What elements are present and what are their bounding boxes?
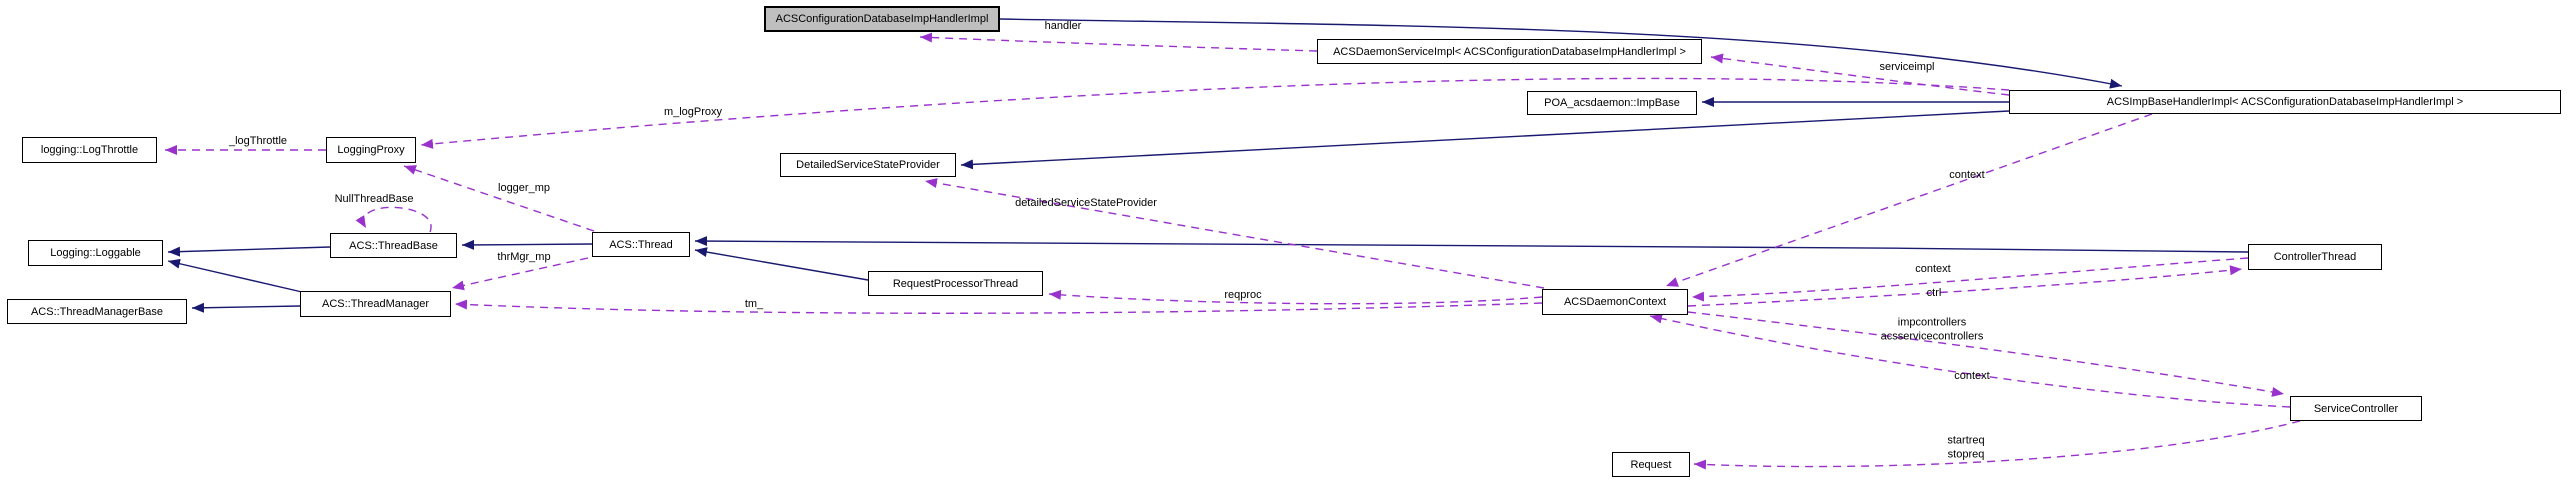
class-node-acs-daemon-service-impl[interactable]: ACSDaemonServiceImpl< ACSConfigurationDa… [1317,39,1702,64]
class-node-service-controller[interactable]: ServiceController [2290,396,2422,421]
edge-inheritance-6 [191,302,301,313]
edge-inheritance-3 [461,239,593,250]
edge-usage-17 [1048,289,1543,305]
edge-usage-19 [1665,113,2153,287]
class-node-acs-thread[interactable]: ACS::Thread [592,232,690,257]
edge-inheritance-8 [694,236,2249,253]
edge-usage-13 [403,165,595,232]
class-node-acs-thread-base[interactable]: ACS::ThreadBase [330,233,457,258]
edge-inheritance-0 [999,18,2123,89]
class-node-controller-thread[interactable]: ControllerThread [2248,244,2382,270]
edge-inheritance-5 [167,258,303,293]
edge-usage-21 [1687,265,2243,307]
class-node-acs-thread-manager[interactable]: ACS::ThreadManager [300,291,451,317]
class-node-logging-loggable[interactable]: Logging::Loggable [28,240,163,266]
class-node-logging-proxy[interactable]: LoggingProxy [326,137,416,163]
class-node-acs-thread-manager-base[interactable]: ACS::ThreadManagerBase [7,299,187,324]
edge-inheritance-4 [167,246,331,257]
edge-usage-14 [355,206,432,233]
edge-usage-20 [1691,257,2249,302]
class-node-acs-configuration-database-imp-handler-impl[interactable]: ACSConfigurationDatabaseImpHandlerImpl [764,6,1000,32]
edge-usage-11 [420,77,2010,149]
edge-usage-18 [924,178,1545,289]
class-node-poa-acsdaemon-impbase[interactable]: POA_acsdaemon::ImpBase [1527,91,1697,115]
edge-usage-23 [1649,313,2291,408]
class-node-acs-daemon-context[interactable]: ACSDaemonContext [1542,289,1688,315]
edge-usage-9 [919,32,1318,52]
edge-usage-22 [1687,311,2285,397]
edge-usage-16 [454,299,1543,314]
class-node-logging-log-throttle[interactable]: logging::LogThrottle [22,137,157,163]
edge-group [165,18,2301,470]
class-node-detailed-service-state-provider[interactable]: DetailedServiceStateProvider [780,153,956,177]
edge-usage-10 [1710,53,2010,96]
edge-usage-24 [1693,420,2301,470]
edge-inheritance-2 [960,110,2010,170]
class-node-request-processor-thread[interactable]: RequestProcessorThread [868,271,1043,296]
class-node-acs-imp-base-handler-impl[interactable]: ACSImpBaseHandlerImpl< ACSConfigurationD… [2009,90,2561,114]
edge-inheritance-7 [694,247,869,281]
class-node-request[interactable]: Request [1612,452,1690,477]
edge-usage-15 [451,257,589,291]
